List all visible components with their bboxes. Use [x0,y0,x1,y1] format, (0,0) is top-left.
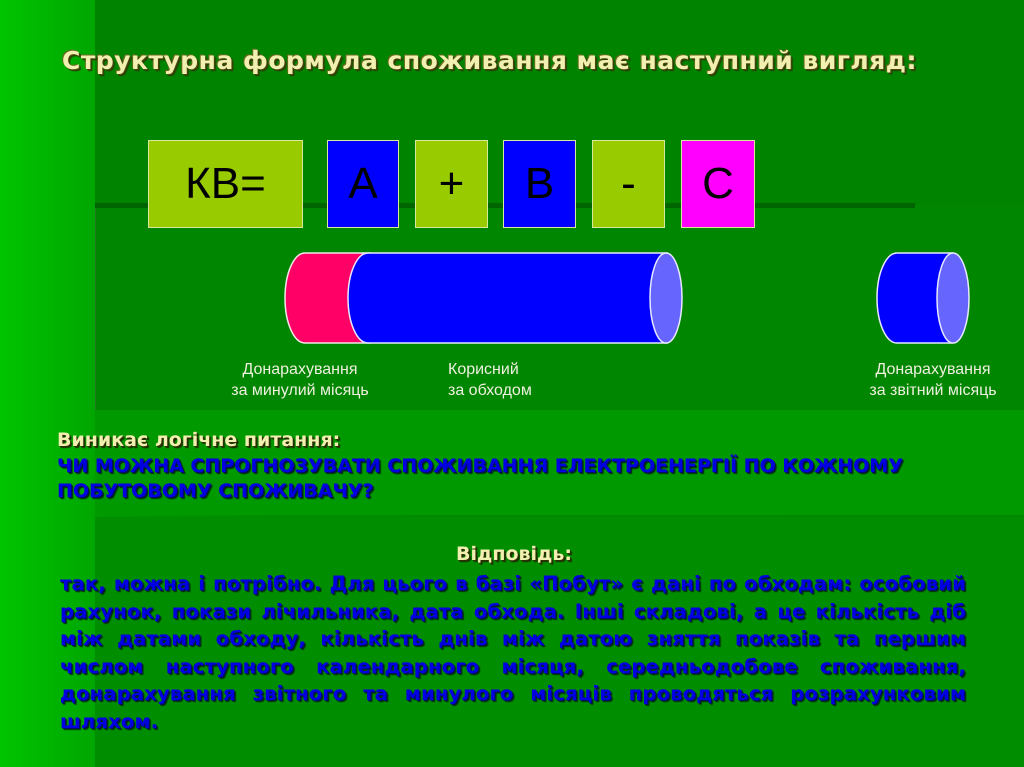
formula-box-b-text: В [524,159,555,208]
answer-heading: Відповідь: [455,543,572,565]
label-reporting-month: Донарахування за звітний місяць [838,359,1024,401]
formula-box-plus-text: + [438,159,465,208]
formula-box-plus: + [415,140,488,228]
cylinder-previous-and-useful [284,252,683,344]
background-band [95,410,1024,515]
cylinder-reporting-month [876,252,970,344]
label-reporting-month-line2: за звітний місяць [869,382,997,399]
formula-box-a: А [327,140,399,228]
formula-box-a-text: А [348,159,378,208]
label-useful: Корисний за обходом [430,359,588,401]
label-useful-line1: Корисний [448,361,519,378]
slide-title: Структурна формула споживання має наступ… [62,46,917,75]
label-reporting-month-line1: Донарахування [875,361,991,378]
label-previous-month-line2: за минулий місяць [231,382,369,399]
label-useful-line2: за обходом [448,382,532,399]
background-left-strip [0,0,95,767]
formula-box-b: В [503,140,576,228]
formula-box-c-text: С [702,159,734,208]
formula-box-c: С [681,140,755,228]
formula-box-kv: КВ= [148,140,303,228]
label-previous-month-line1: Донарахування [242,361,358,378]
formula-box-kv-text: КВ= [185,159,266,208]
answer-text: так, можна і потрібно. Для цього в базі … [60,572,966,733]
question-heading: Виникає логічне питання: [57,429,341,451]
label-previous-month: Донарахування за минулий місяць [200,359,400,401]
background-panel-lower-inner [93,517,1024,767]
question-text: ЧИ МОЖНА СПРОГНОЗУВАТИ СПОЖИВАННЯ ЕЛЕКТР… [57,455,903,502]
formula-box-minus: - [592,140,665,228]
formula-box-minus-text: - [621,159,636,208]
